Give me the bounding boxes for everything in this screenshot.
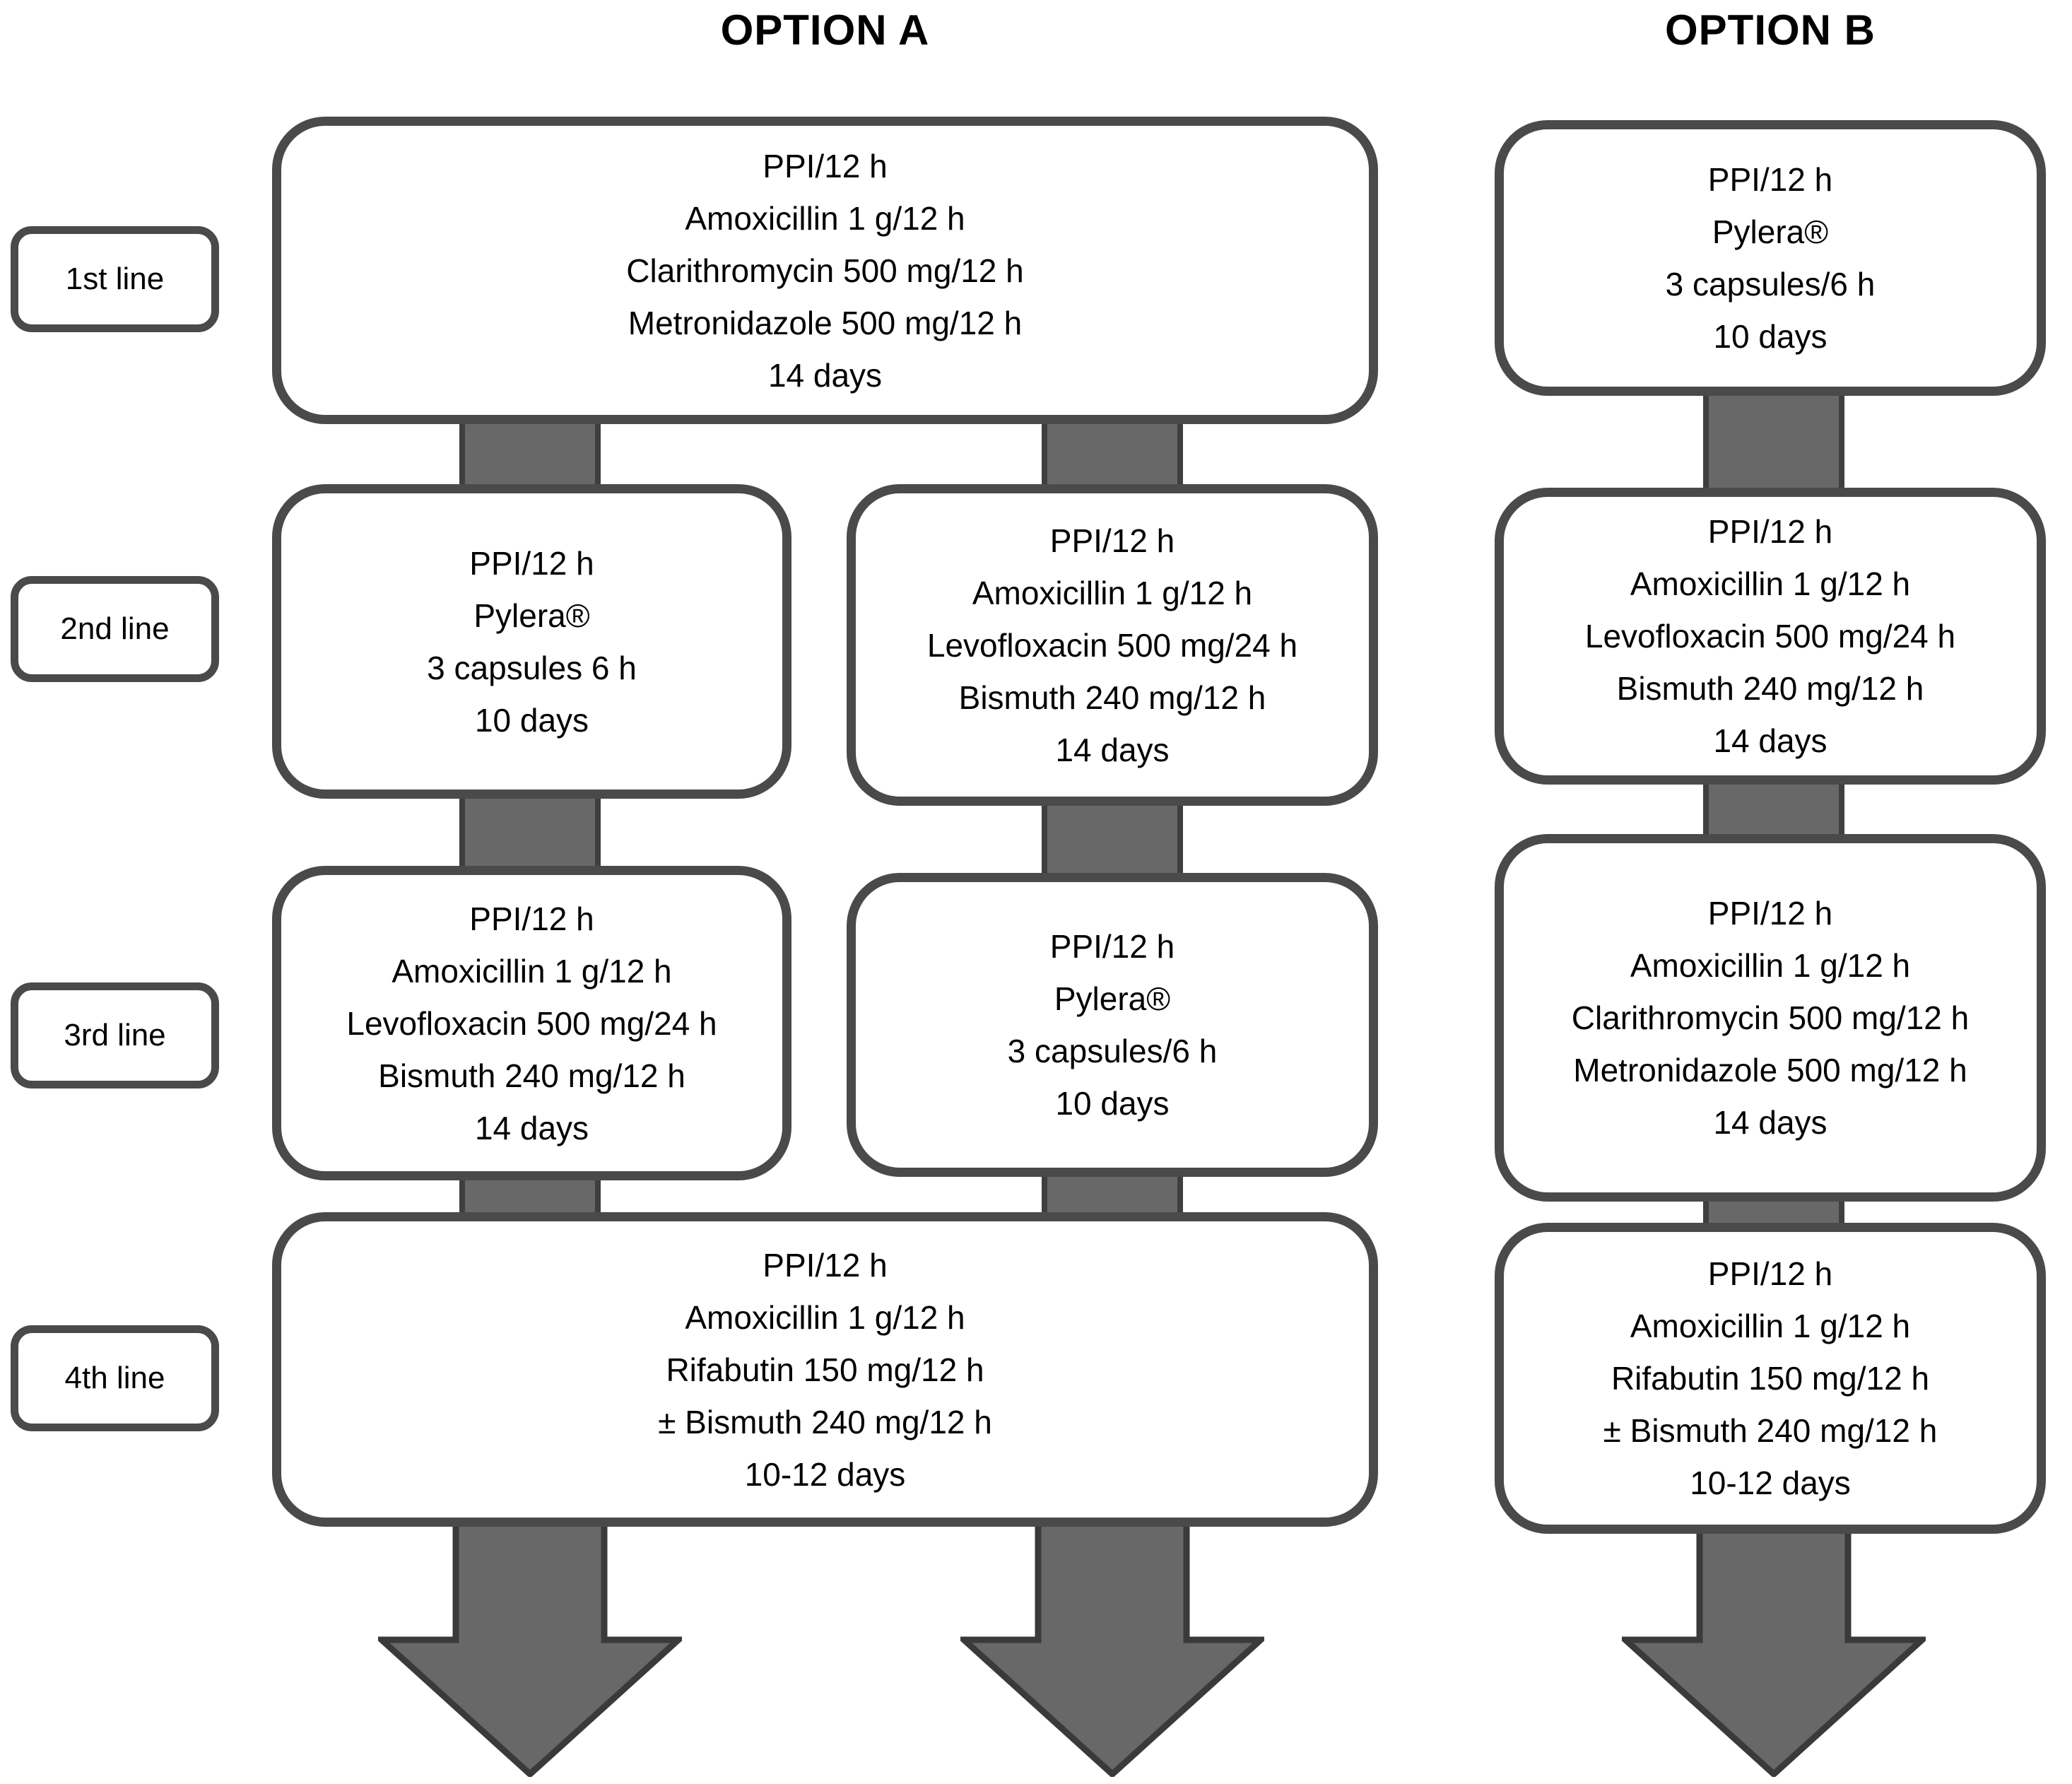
treatment-box-a-3rd-line-right: PPI/12 h Pylera® 3 capsules/6 h 10 days	[847, 873, 1378, 1177]
row-label-1st-line: 1st line	[11, 226, 219, 332]
treatment-box-b-2nd-line: PPI/12 h Amoxicillin 1 g/12 h Levofloxac…	[1495, 488, 2046, 785]
down-arrow-a-right	[960, 1518, 1264, 1777]
treatment-line: PPI/12 h	[763, 1246, 888, 1284]
connector-a-left-1	[459, 413, 601, 495]
treatment-line: 10-12 days	[1690, 1465, 1851, 1501]
down-arrow-b	[1622, 1518, 1926, 1777]
connector-a-right-1	[1042, 413, 1183, 495]
treatment-box-b-4th-line: PPI/12 h Amoxicillin 1 g/12 h Rifabutin …	[1495, 1223, 2046, 1534]
treatment-line: 10-12 days	[744, 1455, 906, 1493]
treatment-line: PPI/12 h	[1049, 522, 1175, 559]
row-label-text: 3rd line	[64, 1018, 166, 1052]
row-label-2nd-line: 2nd line	[11, 576, 219, 682]
treatment-box-b-1st-line: PPI/12 h Pylera® 3 capsules/6 h 10 days	[1495, 120, 2046, 396]
treatment-line: 10 days	[1055, 1085, 1170, 1122]
treatment-line: Metronidazole 500 mg/12 h	[628, 304, 1023, 341]
treatment-line: Bismuth 240 mg/12 h	[958, 679, 1266, 716]
treatment-box-a-2nd-line-right: PPI/12 h Amoxicillin 1 g/12 h Levofloxac…	[847, 484, 1378, 806]
down-arrow-a-left	[378, 1518, 682, 1777]
treatment-line: 14 days	[1713, 1104, 1827, 1141]
treatment-line: Rifabutin 150 mg/12 h	[666, 1351, 984, 1388]
row-label-text: 2nd line	[60, 611, 170, 646]
treatment-box-a-3rd-line-left: PPI/12 h Amoxicillin 1 g/12 h Levofloxac…	[272, 866, 791, 1180]
treatment-line: 14 days	[1055, 731, 1170, 768]
treatment-line: 10 days	[474, 701, 589, 739]
connector-b-2	[1703, 774, 1844, 845]
treatment-line: 3 capsules/6 h	[1665, 266, 1876, 303]
treatment-line: PPI/12 h	[763, 147, 888, 184]
treatment-line: PPI/12 h	[1707, 1255, 1833, 1292]
treatment-line: 10 days	[1713, 318, 1827, 355]
treatment-line: Levofloxacin 500 mg/24 h	[926, 626, 1298, 664]
treatment-line: Amoxicillin 1 g/12 h	[972, 574, 1253, 611]
treatment-line: Amoxicillin 1 g/12 h	[685, 199, 965, 237]
treatment-line: Levofloxacin 500 mg/24 h	[1584, 618, 1956, 655]
connector-a-right-2	[1042, 795, 1183, 884]
treatment-line: 14 days	[1713, 722, 1827, 759]
treatment-line: PPI/12 h	[1707, 513, 1833, 550]
row-label-3rd-line: 3rd line	[11, 982, 219, 1088]
treatment-line: PPI/12 h	[1049, 928, 1175, 965]
treatment-line: Amoxicillin 1 g/12 h	[1630, 565, 1911, 602]
treatment-line: 14 days	[767, 356, 883, 394]
treatment-line: Amoxicillin 1 g/12 h	[1630, 1308, 1911, 1344]
connector-b-1	[1703, 385, 1844, 498]
option-b-title: OPTION B	[1664, 6, 1876, 54]
treatment-line: PPI/12 h	[1707, 895, 1833, 932]
treatment-line: 14 days	[474, 1109, 589, 1146]
row-label-text: 1st line	[65, 262, 165, 296]
row-label-4th-line: 4th line	[11, 1325, 219, 1431]
treatment-line: Levofloxacin 500 mg/24 h	[346, 1004, 717, 1042]
treatment-line: Pylera®	[473, 597, 590, 634]
treatment-line: 3 capsules/6 h	[1007, 1033, 1218, 1069]
treatment-line: Bismuth 240 mg/12 h	[1616, 670, 1924, 707]
treatment-line: Pylera®	[1712, 213, 1829, 250]
treatment-line: ± Bismuth 240 mg/12 h	[1603, 1412, 1938, 1449]
treatment-box-a-2nd-line-left: PPI/12 h Pylera® 3 capsules 6 h 10 days	[272, 484, 791, 799]
treatment-line: 3 capsules 6 h	[427, 649, 637, 686]
treatment-line: Amoxicillin 1 g/12 h	[1630, 947, 1911, 984]
treatment-box-a-1st-line: PPI/12 h Amoxicillin 1 g/12 h Clarithrom…	[272, 117, 1378, 424]
treatment-line: Amoxicillin 1 g/12 h	[392, 952, 672, 990]
treatment-line: PPI/12 h	[1707, 161, 1833, 198]
treatment-line: Pylera®	[1054, 980, 1171, 1017]
treatment-line: PPI/12 h	[469, 900, 594, 937]
row-label-text: 4th line	[64, 1361, 165, 1395]
treatment-line: Rifabutin 150 mg/12 h	[1611, 1360, 1930, 1397]
treatment-box-a-4th-line: PPI/12 h Amoxicillin 1 g/12 h Rifabutin …	[272, 1212, 1378, 1527]
treatment-line: Metronidazole 500 mg/12 h	[1573, 1052, 1967, 1088]
treatment-line: Clarithromycin 500 mg/12 h	[626, 252, 1024, 289]
treatment-line: Bismuth 240 mg/12 h	[378, 1057, 685, 1094]
treatment-line: Clarithromycin 500 mg/12 h	[1571, 999, 1970, 1036]
connector-a-left-2	[459, 788, 601, 876]
treatment-box-b-3rd-line: PPI/12 h Amoxicillin 1 g/12 h Clarithrom…	[1495, 834, 2046, 1202]
treatment-line: PPI/12 h	[469, 544, 594, 582]
treatment-line: ± Bismuth 240 mg/12 h	[658, 1403, 992, 1440]
option-a-title: OPTION A	[720, 6, 930, 54]
treatment-line: Amoxicillin 1 g/12 h	[685, 1298, 965, 1336]
